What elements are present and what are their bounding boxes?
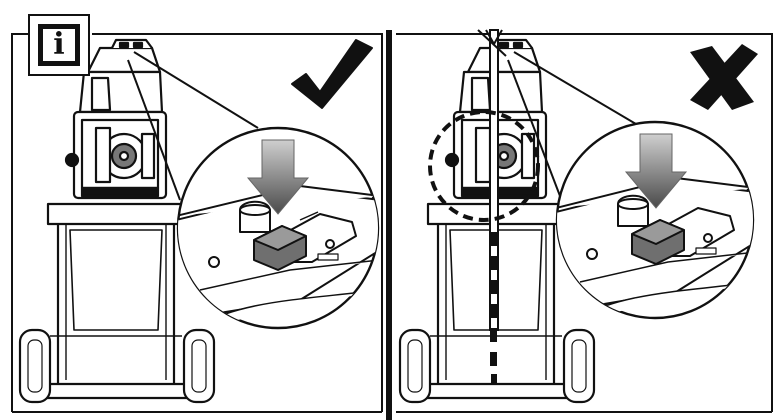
- zoom-detail-incorrect: [555, 120, 755, 320]
- zoom-callout-lines: [507, 51, 637, 197]
- panel-correct: [18, 38, 380, 404]
- rod-dashed-path: [490, 232, 497, 384]
- info-letter: i: [53, 27, 65, 62]
- trolley-unit: [398, 38, 596, 404]
- cross-mark-icon: [690, 44, 758, 110]
- zoom-detail-correct: [176, 126, 380, 330]
- panel-divider: [386, 30, 392, 420]
- outer-frame: [11, 33, 773, 413]
- press-arrow-icon: [624, 133, 688, 209]
- trolley-unit: [18, 38, 216, 404]
- info-icon-frame: i: [38, 24, 80, 66]
- zoom-callout-lines: [127, 51, 259, 201]
- problem-area-highlight: [428, 110, 540, 222]
- panel-incorrect: [398, 29, 758, 404]
- check-mark-icon: [291, 39, 373, 109]
- info-icon: i: [28, 14, 90, 76]
- press-arrow-icon: [246, 139, 310, 215]
